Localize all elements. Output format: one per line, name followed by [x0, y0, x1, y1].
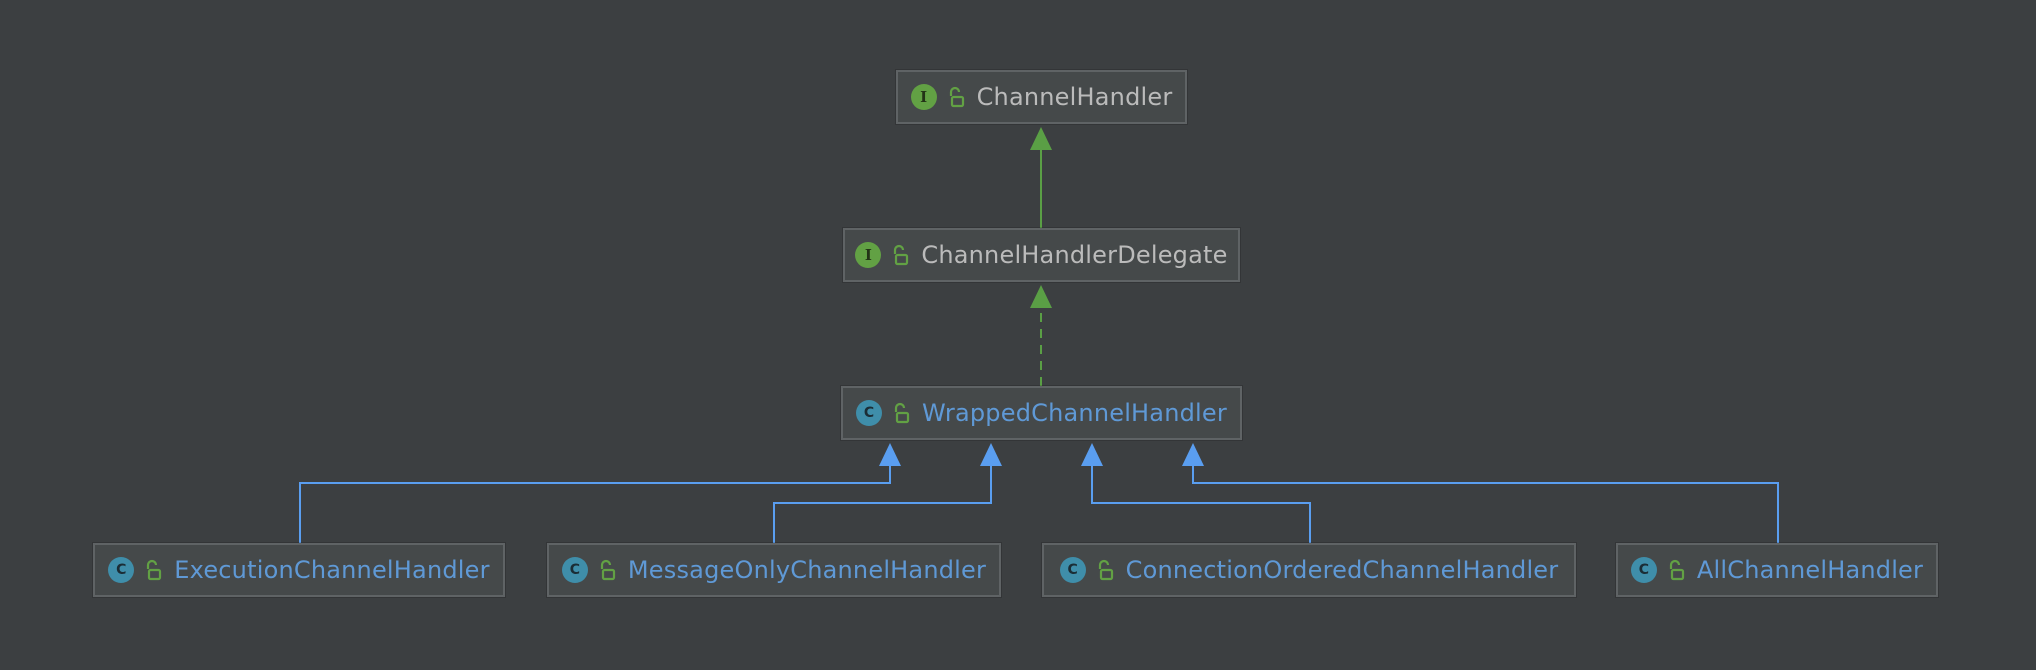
node-message-only-channel-handler[interactable]: C MessageOnlyChannelHandler: [547, 543, 1001, 597]
class-icon: C: [1059, 557, 1086, 583]
edge-delegate-to-channelhandler: [1030, 127, 1052, 228]
node-label: WrappedChannelHandler: [922, 399, 1227, 427]
unlocked-padlock-icon: [1669, 559, 1685, 581]
class-icon: C: [1630, 557, 1657, 583]
edge-execution-to-wrapped: [299, 443, 901, 543]
class-icon: C: [108, 557, 135, 583]
node-label: ExecutionChannelHandler: [174, 556, 490, 584]
node-wrapped-channel-handler[interactable]: C WrappedChannelHandler: [841, 386, 1242, 440]
node-channel-handler[interactable]: I ChannelHandler: [896, 70, 1187, 124]
unlocked-padlock-icon: [1098, 559, 1113, 581]
node-execution-channel-handler[interactable]: C ExecutionChannelHandler: [93, 543, 505, 597]
edge-connectionordered-to-wrapped: [1081, 443, 1311, 543]
class-icon: C: [561, 557, 588, 583]
unlocked-padlock-icon: [894, 244, 909, 266]
node-connection-ordered-channel-handler[interactable]: C ConnectionOrderedChannelHandler: [1042, 543, 1576, 597]
node-label: ChannelHandler: [976, 83, 1173, 111]
node-channel-handler-delegate[interactable]: I ChannelHandlerDelegate: [843, 228, 1240, 282]
unlocked-padlock-icon: [600, 559, 615, 581]
class-icon: C: [856, 400, 883, 426]
node-label: ChannelHandlerDelegate: [921, 241, 1228, 269]
unlocked-padlock-icon: [949, 86, 964, 108]
interface-icon: I: [910, 84, 937, 110]
unlocked-padlock-icon: [147, 559, 162, 581]
edge-messageonly-to-wrapped: [773, 443, 1002, 543]
unlocked-padlock-icon: [894, 402, 910, 424]
node-label: ConnectionOrderedChannelHandler: [1125, 556, 1559, 584]
node-label: AllChannelHandler: [1696, 556, 1924, 584]
node-label: MessageOnlyChannelHandler: [627, 556, 987, 584]
edge-wrapped-to-delegate: [1030, 285, 1052, 386]
edge-all-to-wrapped: [1182, 443, 1779, 543]
node-all-channel-handler[interactable]: C AllChannelHandler: [1616, 543, 1938, 597]
interface-icon: I: [855, 242, 882, 268]
